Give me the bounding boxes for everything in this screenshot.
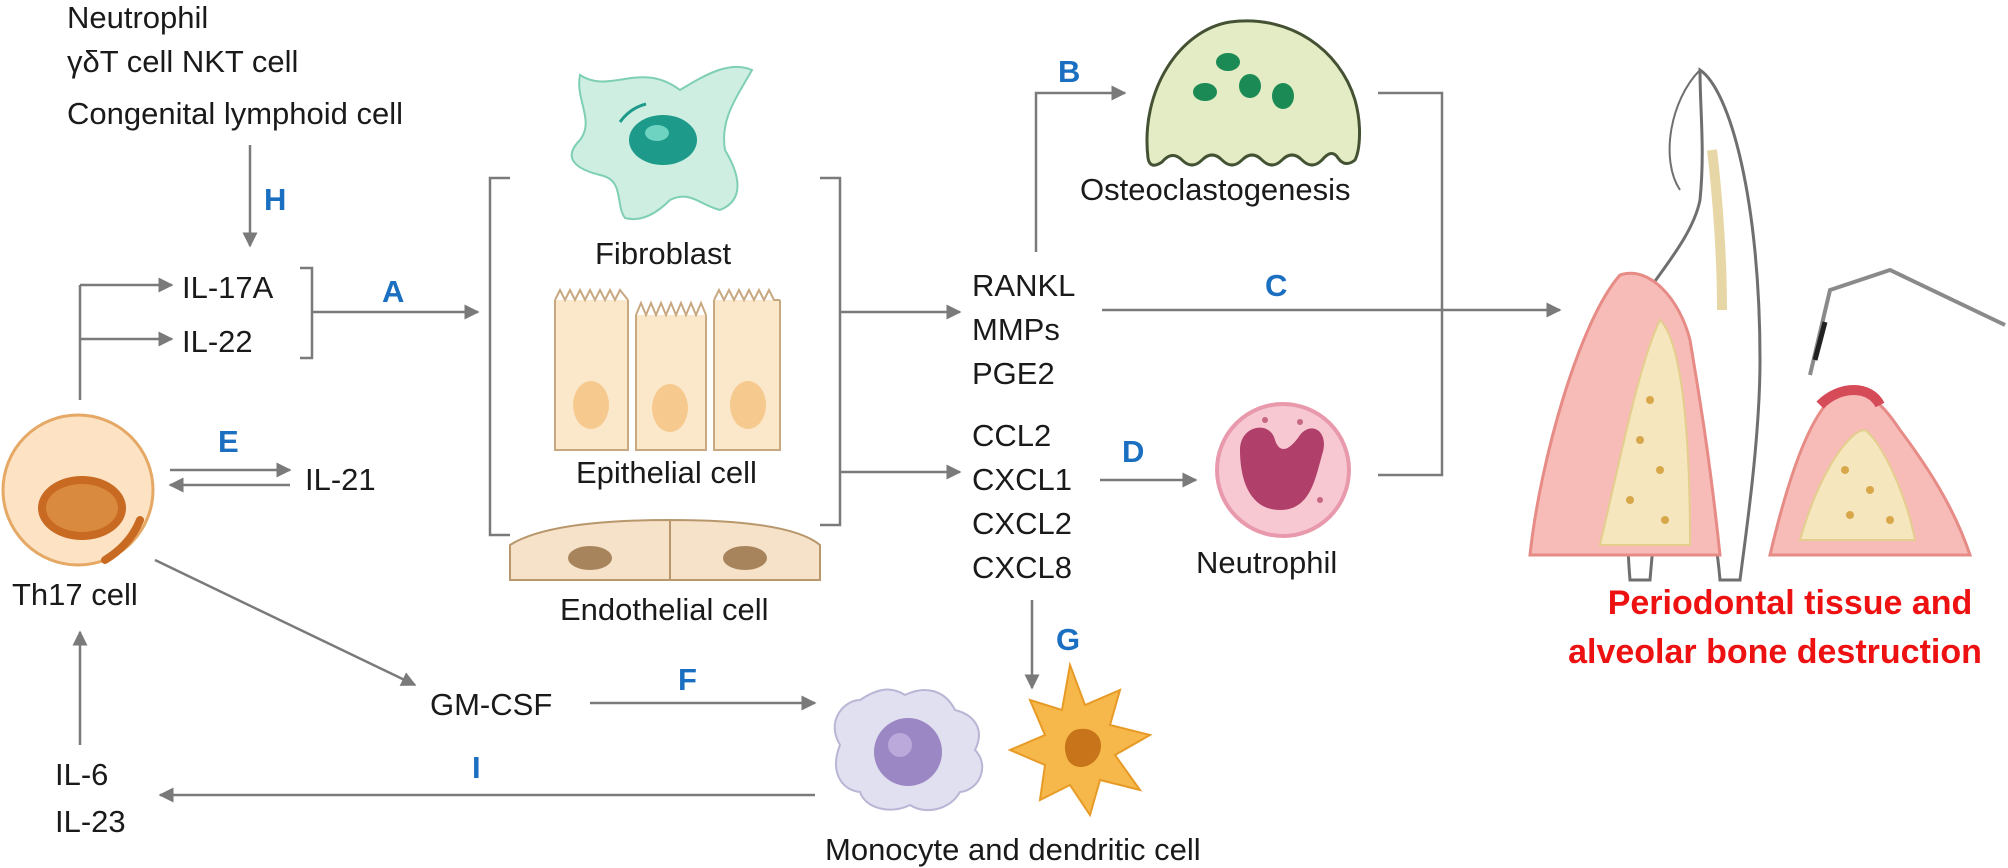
cxcl1-text: CXCL1 xyxy=(972,462,1072,497)
label-d: D xyxy=(1122,434,1144,469)
th17-label: Th17 cell xyxy=(12,577,138,612)
fibroblast-icon xyxy=(570,65,754,220)
source-neutrophil-text: Neutrophil xyxy=(67,0,208,35)
th17-cell-icon xyxy=(1,413,155,567)
label-f: F xyxy=(678,662,697,697)
osteoclast-icon xyxy=(1145,19,1361,167)
label-h: H xyxy=(264,182,286,217)
endothelial-icon xyxy=(509,518,821,581)
cxcl2-text: CXCL2 xyxy=(972,506,1072,541)
stromal-bracket-right xyxy=(820,176,842,527)
neutrophil-icon xyxy=(1215,402,1351,538)
il17a-text: IL-17A xyxy=(182,270,274,305)
fibroblast-label: Fibroblast xyxy=(595,236,731,271)
ccl2-text: CCL2 xyxy=(972,418,1051,453)
label-b: B xyxy=(1058,54,1080,89)
epithelial-icon xyxy=(554,287,781,451)
label-g: G xyxy=(1056,622,1080,657)
il23-text: IL-23 xyxy=(55,804,126,839)
il22-text: IL-22 xyxy=(182,324,253,359)
source-lymphoid-text: Congenital lymphoid cell xyxy=(67,96,403,131)
cxcl8-text: CXCL8 xyxy=(972,550,1072,585)
arrow-to-gmcsf xyxy=(154,558,417,687)
label-e: E xyxy=(218,424,239,459)
neutrophil-label: Neutrophil xyxy=(1196,545,1337,580)
outcome-line1: Periodontal tissue and xyxy=(1608,584,1973,622)
label-a: A xyxy=(382,274,404,309)
label-i: I xyxy=(472,750,481,785)
mmps-text: MMPs xyxy=(972,312,1060,347)
stromal-bracket-left xyxy=(488,176,510,537)
il6-text: IL-6 xyxy=(55,757,108,792)
label-c: C xyxy=(1265,268,1287,303)
cytokine-bracket xyxy=(300,266,314,360)
arrow-b xyxy=(1034,85,1127,252)
rankl-text: RANKL xyxy=(972,268,1075,303)
pge2-text: PGE2 xyxy=(972,356,1055,391)
dendritic-cell-icon xyxy=(1007,661,1153,818)
osteoclast-label: Osteoclastogenesis xyxy=(1080,172,1351,207)
epithelial-label: Epithelial cell xyxy=(576,455,757,490)
source-gdt-nkt-text: γδT cell NKT cell xyxy=(67,44,298,79)
collect-bracket xyxy=(1378,91,1444,477)
monocyte-icon xyxy=(833,688,984,812)
outcome-line2: alveolar bone destruction xyxy=(1568,633,1982,671)
il21-text: IL-21 xyxy=(305,462,376,497)
periodontal-tissue-icon xyxy=(1528,67,2006,582)
monocyte-label: Monocyte and dendritic cell xyxy=(825,832,1201,867)
endothelial-label: Endothelial cell xyxy=(560,592,769,627)
gmcsf-text: GM-CSF xyxy=(430,687,552,722)
